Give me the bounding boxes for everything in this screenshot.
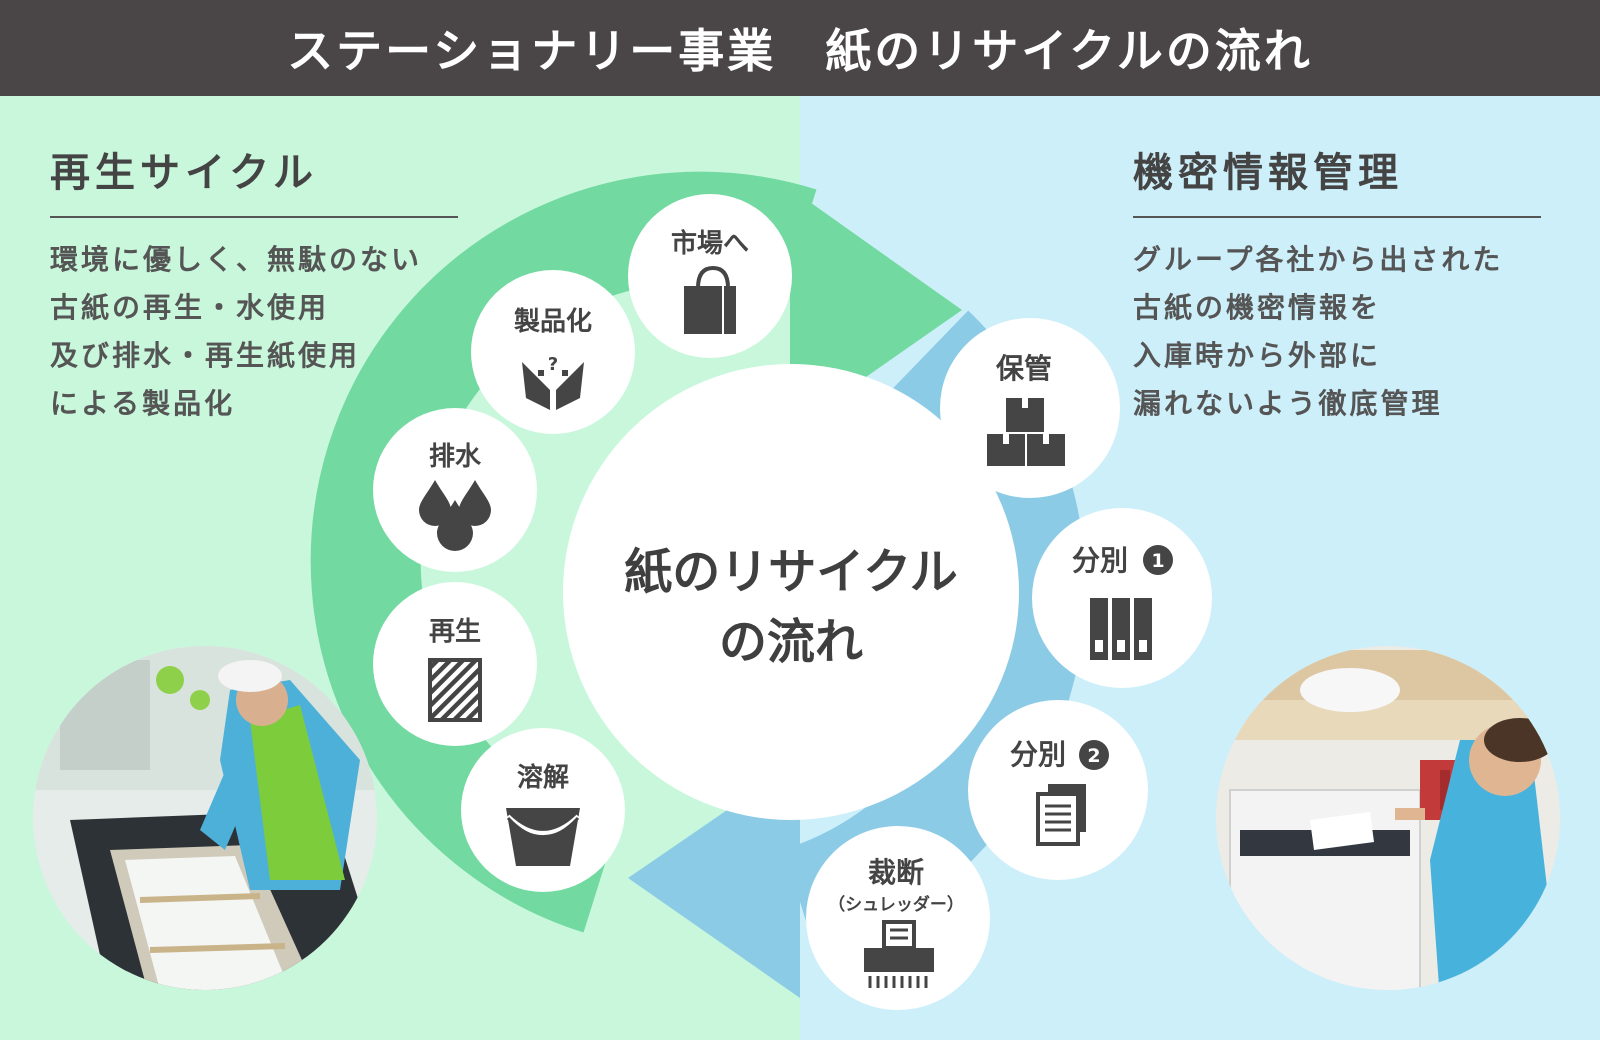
confidential-description: グループ各社から出された 古紙の機密情報を 入庫時から外部に 漏れないよう徹底管… — [1133, 236, 1503, 428]
node-storage: 保管 — [940, 318, 1120, 498]
node-storage-label: 保管 — [996, 352, 1052, 385]
binders-icon — [1090, 598, 1152, 660]
node-sort2-label: 分別 — [1010, 738, 1066, 771]
recycle-description-line: 環境に優しく、無駄のない — [50, 243, 423, 276]
node-market: 市場へ — [628, 194, 792, 358]
step-1-badge-text: 1 — [1151, 550, 1164, 572]
node-sort-1: 分別 1 — [1032, 508, 1212, 688]
svg-text:?: ? — [548, 354, 558, 375]
center-title-line1: 紙のリサイクル — [624, 544, 958, 600]
shredder-icon — [864, 920, 934, 988]
step-2-badge — [1079, 740, 1109, 770]
shredder-worker-photo — [1216, 646, 1560, 990]
documents-icon — [1036, 784, 1086, 846]
node-product-label: 製品化 — [514, 307, 592, 337]
recycle-description-line: 古紙の再生・水使用 — [50, 291, 330, 324]
page-title: ステーショナリー事業 紙のリサイクルの流れ — [287, 24, 1313, 78]
recycle-title-rule — [50, 216, 458, 218]
confidential-description-line: 古紙の機密情報を — [1133, 291, 1382, 324]
factory-worker-photo — [33, 646, 377, 990]
node-cut-label: 裁断 — [868, 856, 924, 889]
node-sort1-label: 分別 — [1072, 544, 1128, 577]
recycle-description: 環境に優しく、無駄のない 古紙の再生・水使用 及び排水・再生紙使用 による製品化 — [50, 236, 422, 428]
node-regen: 再生 — [373, 582, 537, 746]
recycle-cycle-title: 再生サイクル — [50, 150, 318, 196]
confidential-title: 機密情報管理 — [1133, 150, 1403, 196]
hands-product-icon: ? — [522, 354, 584, 410]
step-2-badge-text: 2 — [1087, 745, 1100, 767]
step-1-badge — [1143, 545, 1173, 575]
node-market-label: 市場へ — [671, 228, 749, 259]
bucket-icon — [506, 808, 580, 866]
node-dissolve: 溶解 — [461, 728, 625, 892]
node-product: 製品化 ? — [471, 270, 635, 434]
node-cut-sublabel: （シュレッダー） — [828, 894, 964, 915]
confidential-title-rule — [1133, 216, 1541, 218]
node-drain: 排水 — [373, 408, 537, 572]
water-drops-icon — [419, 480, 491, 551]
recycle-description-line: による製品化 — [50, 387, 236, 420]
shopping-bag-icon — [684, 265, 736, 334]
center-circle: 紙のリサイクル の流れ — [563, 364, 1019, 820]
center-title-line2: の流れ — [719, 614, 863, 670]
hatched-paper-icon — [428, 658, 482, 722]
node-cut: 裁断 （シュレッダー） — [806, 826, 990, 1010]
confidential-description-line: グループ各社から出された — [1133, 243, 1504, 276]
confidential-description-line: 入庫時から外部に — [1133, 339, 1382, 372]
boxes-icon — [987, 398, 1065, 466]
node-dissolve-label: 溶解 — [517, 762, 569, 793]
node-sort-2: 分別 2 — [968, 700, 1148, 880]
node-drain-label: 排水 — [429, 442, 482, 472]
confidential-description-line: 漏れないよう徹底管理 — [1133, 387, 1443, 420]
page-header: ステーショナリー事業 紙のリサイクルの流れ — [0, 0, 1600, 96]
blue-arrowhead — [628, 760, 800, 998]
node-regen-label: 再生 — [429, 617, 481, 647]
recycle-description-line: 及び排水・再生紙使用 — [50, 339, 361, 372]
